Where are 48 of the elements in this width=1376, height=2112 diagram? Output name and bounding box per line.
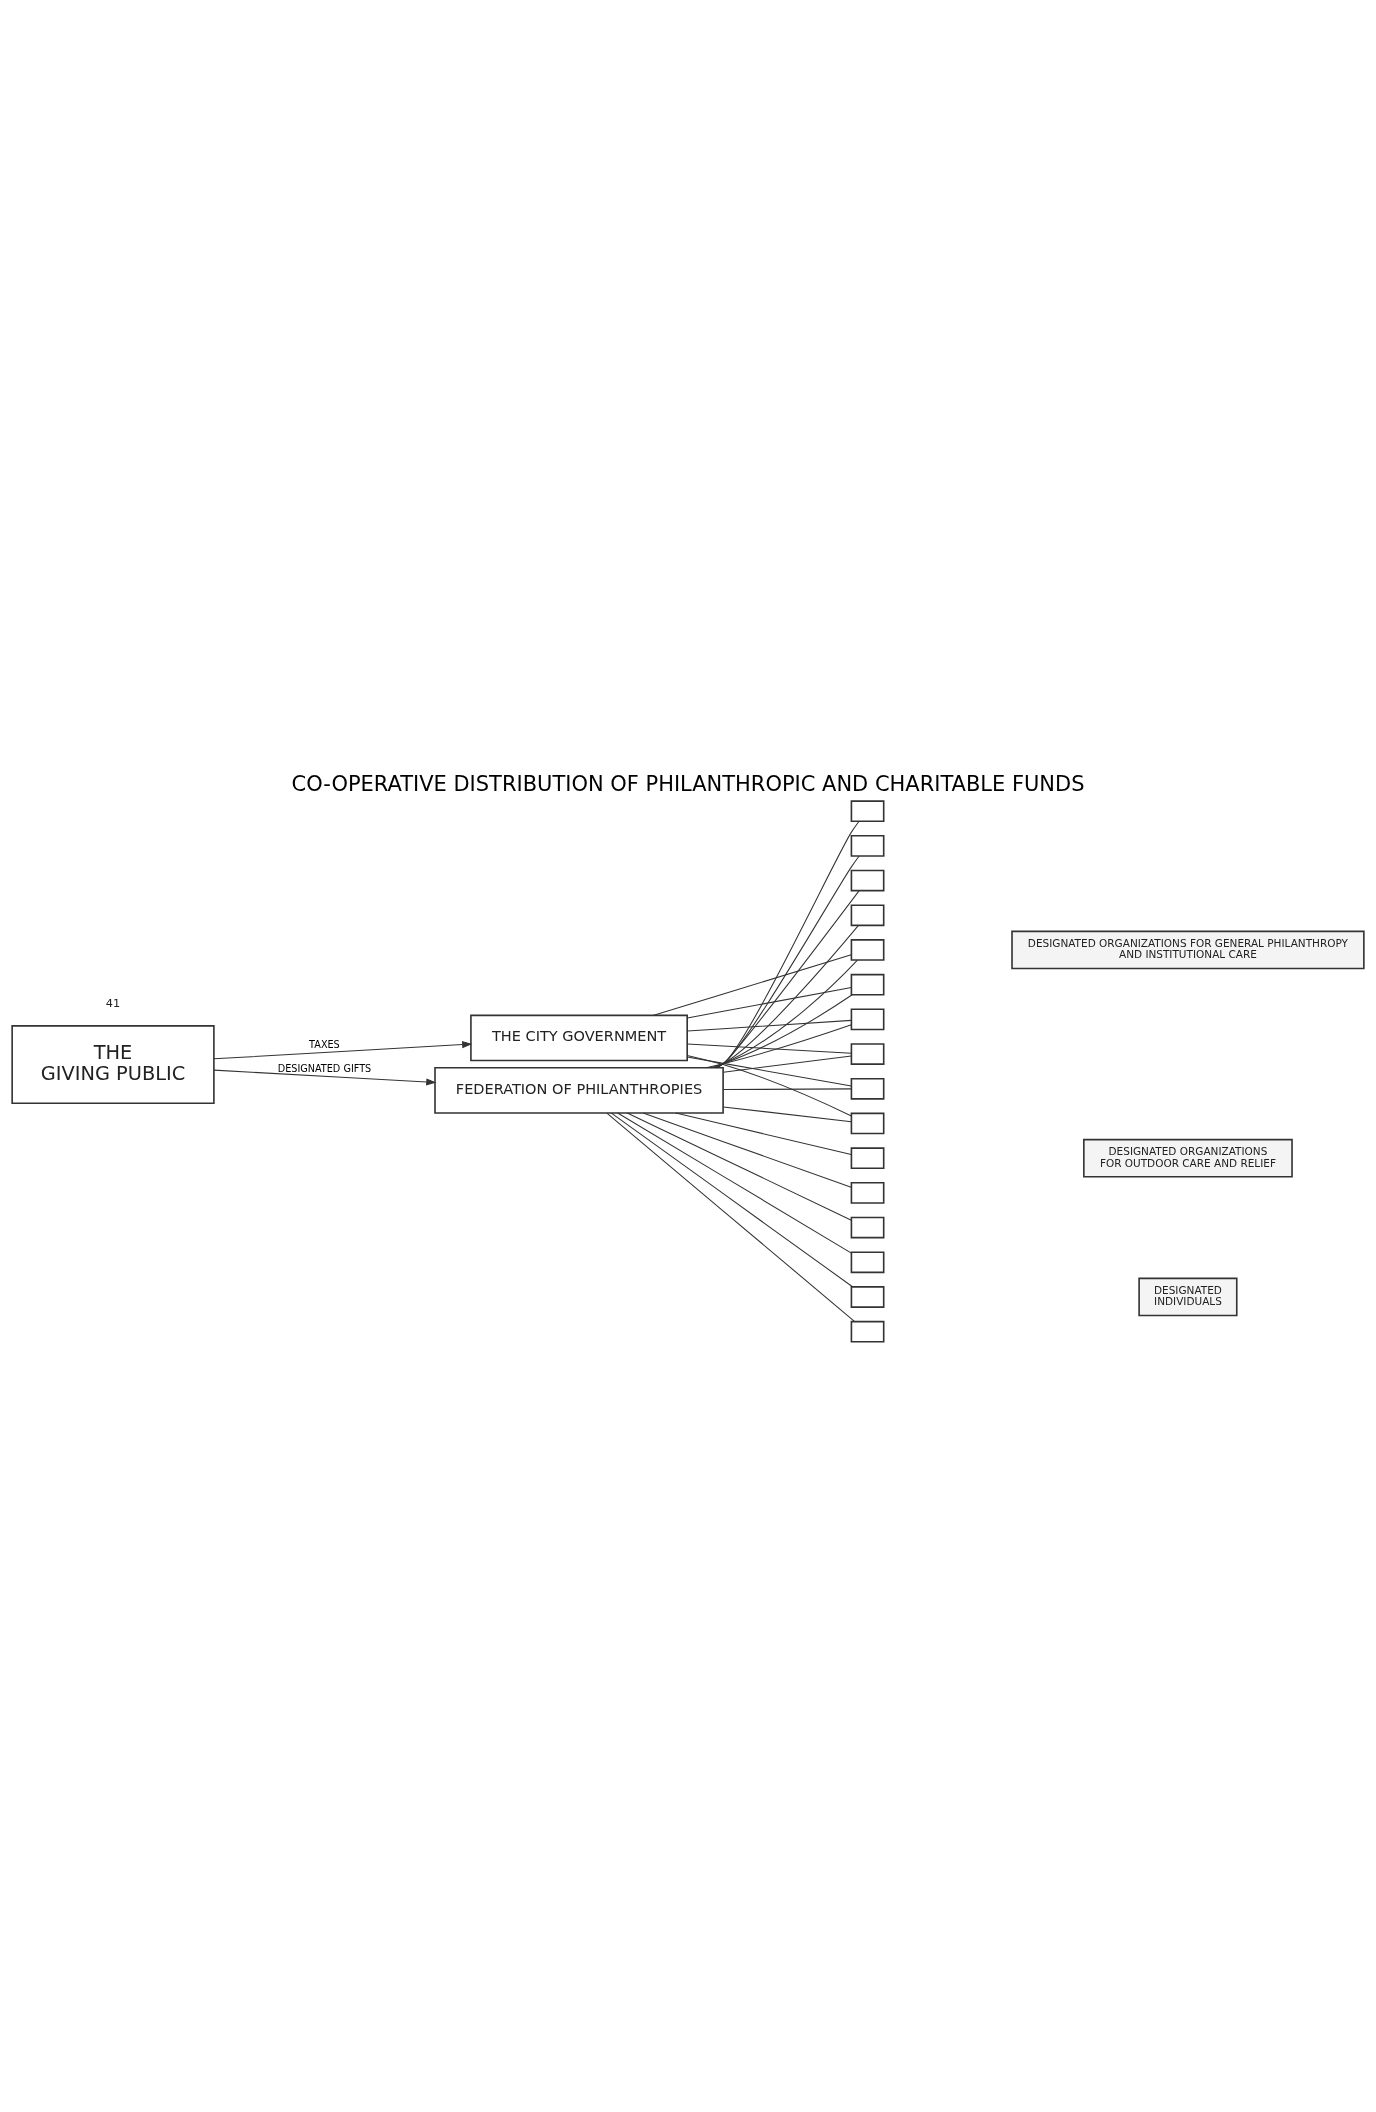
connector bbox=[686, 1055, 852, 1087]
connector bbox=[610, 1112, 854, 1287]
node-box bbox=[850, 1077, 885, 1100]
node-box: THE GIVING PUBLIC bbox=[11, 1024, 215, 1104]
connector bbox=[715, 889, 860, 1068]
connector bbox=[642, 1112, 852, 1188]
node-box bbox=[850, 834, 885, 857]
node-box bbox=[850, 1250, 885, 1273]
connector bbox=[606, 1112, 856, 1322]
node-box bbox=[850, 1320, 885, 1343]
connector bbox=[686, 1019, 852, 1031]
node-box bbox=[850, 1008, 885, 1030]
edge-label: DESIGNATED GIFTS bbox=[277, 1062, 372, 1074]
connector bbox=[714, 924, 859, 1068]
connector bbox=[686, 986, 852, 1018]
connector bbox=[626, 1112, 852, 1221]
node-box bbox=[850, 869, 885, 891]
node-box bbox=[850, 1042, 885, 1065]
connector bbox=[722, 1055, 852, 1073]
node-box: DESIGNATED INDIVIDUALS bbox=[1138, 1277, 1238, 1316]
arrow bbox=[213, 1040, 473, 1059]
node-box bbox=[850, 1285, 885, 1308]
node-box bbox=[850, 1181, 885, 1204]
node-box: DESIGNATED ORGANIZATIONS FOR GENERAL PHILANTHROPY AND INSTITUTIONAL CARE bbox=[1011, 930, 1365, 969]
node-box bbox=[850, 973, 885, 996]
connector bbox=[722, 1105, 852, 1122]
node-box: DESIGNATED ORGANIZATIONS FOR OUTDOOR CARE AND RELIEF bbox=[1083, 1138, 1293, 1178]
connector bbox=[686, 1054, 852, 1116]
node-box bbox=[850, 799, 885, 822]
diagram-title: CO-OPERATIVE DISTRIBUTION OF PHILANTHROPIC AND CHARITABLE FUNDS bbox=[291, 771, 1085, 796]
connector bbox=[713, 959, 858, 1068]
edge-label: TAXES bbox=[309, 1038, 340, 1050]
connector bbox=[722, 1087, 852, 1090]
connector bbox=[653, 953, 852, 1016]
node-box bbox=[850, 903, 885, 926]
arrow bbox=[213, 1069, 437, 1085]
node-box bbox=[850, 938, 885, 961]
connector bbox=[705, 1023, 852, 1068]
label: 41 bbox=[105, 996, 121, 1010]
connector bbox=[617, 1112, 852, 1254]
connector bbox=[710, 993, 853, 1068]
node-box: FEDERATION OF PHILANTHROPIES bbox=[434, 1066, 724, 1114]
node-box bbox=[850, 1112, 885, 1134]
node-box bbox=[850, 1216, 885, 1238]
connector bbox=[675, 1112, 852, 1155]
connector bbox=[686, 1042, 852, 1054]
node-box: THE CITY GOVERNMENT bbox=[470, 1014, 688, 1061]
node-box bbox=[850, 1146, 885, 1169]
